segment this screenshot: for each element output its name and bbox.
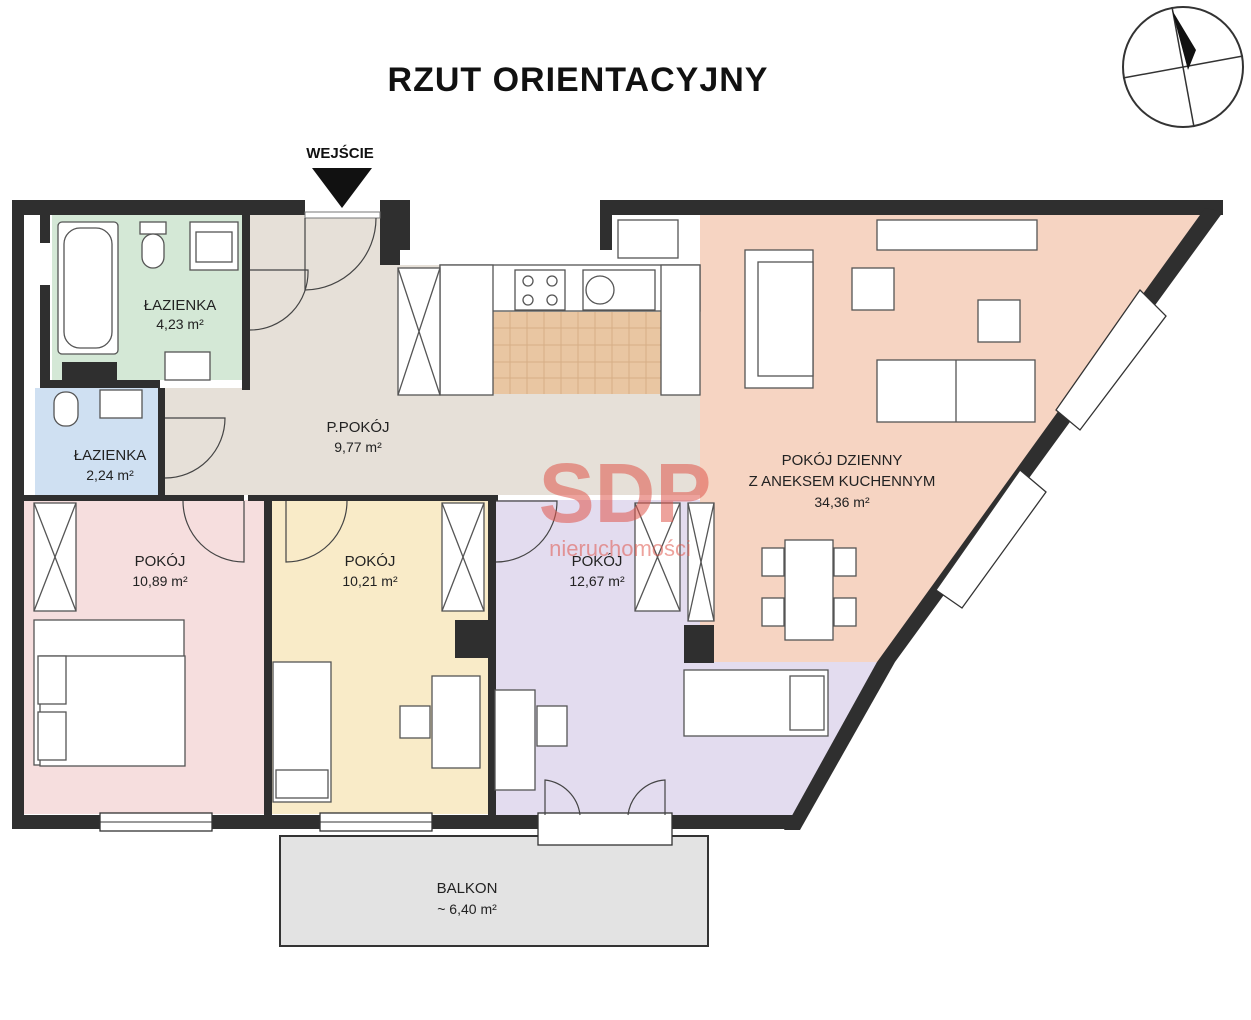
watermark-sub: nieruchomości bbox=[549, 536, 691, 561]
bathroom-small-door[interactable] bbox=[164, 417, 226, 479]
plan-title: RZUT ORIENTACYJNY bbox=[388, 61, 769, 99]
toilet-small-icon bbox=[53, 391, 79, 427]
balcony-area bbox=[279, 835, 709, 947]
pouf bbox=[977, 299, 1021, 343]
kitchen-floor bbox=[493, 312, 661, 394]
entrance-arrow-icon bbox=[312, 168, 372, 208]
room-area-living: 34,36 m² bbox=[814, 494, 870, 510]
kitchen-sink-icon bbox=[582, 269, 656, 311]
stove-icon bbox=[514, 269, 566, 311]
bed-3-icon bbox=[683, 669, 829, 737]
kitchen-tiles bbox=[493, 312, 661, 394]
room-area-bathroom-large: 4,23 m² bbox=[156, 316, 204, 332]
fridge-icon bbox=[617, 219, 679, 259]
wardrobe-3 bbox=[634, 502, 681, 612]
room-area-balcony: ~ 6,40 m² bbox=[437, 901, 497, 917]
compass-icon bbox=[1122, 6, 1244, 128]
armchair bbox=[851, 267, 895, 311]
room-label-hall: P.POKÓJ bbox=[326, 419, 389, 436]
balcony-door[interactable] bbox=[544, 779, 666, 816]
room-area-room3: 12,67 m² bbox=[569, 573, 625, 589]
single-bed-icon bbox=[272, 661, 332, 803]
bed-icon bbox=[33, 619, 186, 767]
room-label-room2: POKÓJ bbox=[345, 553, 396, 570]
toilet-icon bbox=[139, 221, 167, 269]
wardrobe-4 bbox=[687, 502, 715, 622]
watermark-brand: SDP bbox=[539, 446, 712, 540]
entrance-label: WEJŚCIE bbox=[306, 144, 374, 162]
room-label-balcony: BALKON bbox=[437, 880, 498, 897]
washbasin-icon bbox=[164, 351, 211, 381]
tv-cabinet bbox=[876, 219, 1038, 251]
windows bbox=[99, 288, 1167, 846]
kitchen-counter bbox=[397, 264, 701, 396]
room-area-room1: 10,89 m² bbox=[132, 573, 188, 589]
room2-door[interactable] bbox=[285, 500, 348, 563]
room-area-bathroom-small: 2,24 m² bbox=[86, 467, 134, 483]
room-label-bathroom-small: ŁAZIENKA bbox=[74, 447, 147, 464]
sofa-icon bbox=[744, 249, 814, 389]
room-area-hall: 9,77 m² bbox=[334, 439, 382, 455]
entrance-door[interactable] bbox=[304, 211, 381, 291]
room3-door[interactable] bbox=[495, 500, 558, 563]
bathtub-icon bbox=[57, 221, 119, 355]
desk-3-icon bbox=[494, 689, 568, 791]
room-label-bathroom-large: ŁAZIENKA bbox=[144, 297, 217, 314]
sink-small-icon bbox=[99, 389, 143, 419]
room1-door[interactable] bbox=[182, 500, 245, 563]
desk-2-icon bbox=[399, 675, 481, 769]
room-label-room1: POKÓJ bbox=[135, 553, 186, 570]
wardrobe-1 bbox=[33, 502, 77, 612]
room-label-room3: POKÓJ bbox=[572, 553, 623, 570]
room-area-room2: 10,21 m² bbox=[342, 573, 398, 589]
room-label-living: POKÓJ DZIENNY bbox=[782, 452, 903, 469]
couch-icon bbox=[876, 359, 1036, 423]
sink-icon bbox=[189, 221, 239, 271]
bathroom-large-door[interactable] bbox=[249, 269, 309, 331]
dining-table-icon bbox=[761, 539, 857, 641]
room-label-living-line2: Z ANEKSEM KUCHENNYM bbox=[749, 473, 936, 490]
wardrobe-2 bbox=[441, 502, 485, 612]
